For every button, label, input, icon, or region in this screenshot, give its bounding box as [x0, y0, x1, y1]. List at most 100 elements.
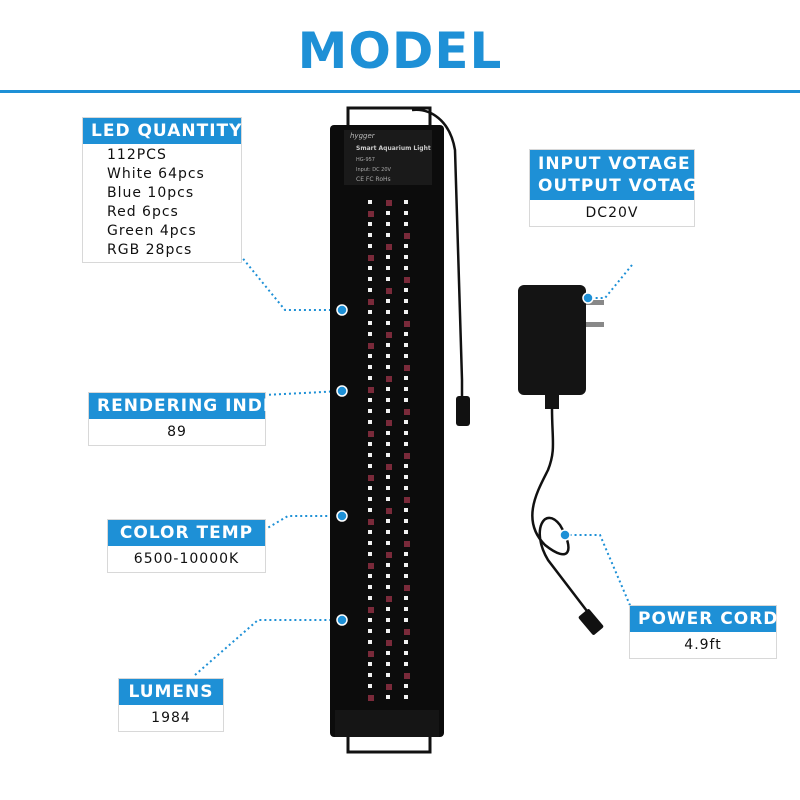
- led-rgb: [368, 343, 374, 349]
- rendering-index-callout: RENDERING INDEX 89: [88, 392, 289, 446]
- power-cord-callout: POWER CORD 4.9ft: [629, 605, 777, 659]
- led-white: [368, 497, 372, 501]
- output-voltage-heading: OUTPUT VOTAGE: [538, 176, 711, 196]
- led-white: [404, 618, 408, 622]
- led-white: [404, 255, 408, 259]
- model-label: HG-957: [356, 157, 375, 163]
- led-white: [404, 244, 408, 248]
- color-temp-value: 6500-10000K: [133, 551, 240, 567]
- led-white: [368, 376, 372, 380]
- rendering-index-leader: [263, 390, 343, 396]
- led-white: [404, 431, 408, 435]
- led-rgb: [404, 585, 410, 591]
- led-rgb: [386, 332, 392, 338]
- led-white: [404, 288, 408, 292]
- led-rgb: [386, 244, 392, 250]
- led-rgb: [368, 563, 374, 569]
- led-white: [386, 233, 390, 237]
- led-rgb: [404, 629, 410, 635]
- dc-plug: [578, 609, 604, 635]
- adapter-prong-top: [586, 300, 604, 305]
- led-white: [386, 442, 390, 446]
- led-rgb: [386, 288, 392, 294]
- led-white: [368, 453, 372, 457]
- led-white: [404, 387, 408, 391]
- led-white: [386, 662, 390, 666]
- rendering-index-heading: RENDERING INDEX: [89, 393, 289, 419]
- led-white: [386, 387, 390, 391]
- led-white: [368, 530, 372, 534]
- cert-marks: CE FC RoHs: [356, 176, 391, 183]
- led-rgb: [404, 409, 410, 415]
- led-white: [404, 211, 408, 215]
- led-white: [386, 629, 390, 633]
- led-rgb: [368, 607, 374, 613]
- adapter-strain-relief: [545, 395, 559, 409]
- led-white: [386, 299, 390, 303]
- adapter-prong-bottom: [586, 322, 604, 327]
- led-rgb: [368, 651, 374, 657]
- led-rgb: [368, 255, 374, 261]
- led-quantity-item: RGB 28pcs: [107, 242, 193, 258]
- brand-label: hygger: [350, 132, 376, 140]
- led-white: [368, 585, 372, 589]
- led-white: [404, 640, 408, 644]
- product-label: Smart Aquarium Light: [356, 145, 431, 152]
- led-white: [386, 398, 390, 402]
- title-divider: [0, 90, 800, 93]
- led-white: [368, 332, 372, 336]
- rendering-index-dot: [336, 385, 348, 397]
- voltage-value: DC20V: [585, 205, 639, 221]
- led-white: [368, 574, 372, 578]
- led-white: [386, 211, 390, 215]
- led-white: [404, 200, 408, 204]
- led-white: [386, 365, 390, 369]
- power-cord-value: 4.9ft: [684, 637, 722, 653]
- led-rgb: [386, 596, 392, 602]
- led-white: [404, 398, 408, 402]
- led-white: [386, 607, 390, 611]
- power-cord-cable: [531, 407, 591, 616]
- led-white: [368, 541, 372, 545]
- led-white: [386, 651, 390, 655]
- led-white: [404, 266, 408, 270]
- led-white: [386, 585, 390, 589]
- led-white: [386, 321, 390, 325]
- led-rgb: [368, 387, 374, 393]
- led-rgb: [368, 211, 374, 217]
- led-rgb: [386, 684, 392, 690]
- led-white: [386, 486, 390, 490]
- led-white: [368, 200, 372, 204]
- led-white: [404, 464, 408, 468]
- led-white: [368, 618, 372, 622]
- led-white: [368, 266, 372, 270]
- led-white: [386, 222, 390, 226]
- led-white: [368, 277, 372, 281]
- led-quantity-dot: [336, 304, 348, 316]
- lumens-heading: LUMENS: [119, 679, 223, 705]
- led-white: [386, 519, 390, 523]
- led-white: [404, 508, 408, 512]
- led-white: [368, 398, 372, 402]
- led-quantity-leader: [239, 254, 342, 311]
- led-rgb: [368, 695, 374, 701]
- led-white: [368, 442, 372, 446]
- led-quantity-item: Blue 10pcs: [107, 185, 195, 201]
- fixture-cable: [411, 108, 464, 398]
- led-rgb: [404, 673, 410, 679]
- led-white: [404, 310, 408, 314]
- led-rgb: [386, 376, 392, 382]
- led-white: [368, 420, 372, 424]
- led-white: [368, 684, 372, 688]
- led-white: [404, 607, 408, 611]
- lumens-value: 1984: [151, 710, 191, 726]
- lumens-dot: [336, 614, 348, 626]
- led-quantity-item: Green 4pcs: [107, 223, 197, 239]
- page-title: MODEL: [297, 22, 503, 80]
- color-temp-callout: COLOR TEMP 6500-10000K: [107, 519, 266, 573]
- led-rgb: [386, 464, 392, 470]
- led-rgb: [404, 321, 410, 327]
- led-white: [386, 431, 390, 435]
- led-white: [386, 354, 390, 358]
